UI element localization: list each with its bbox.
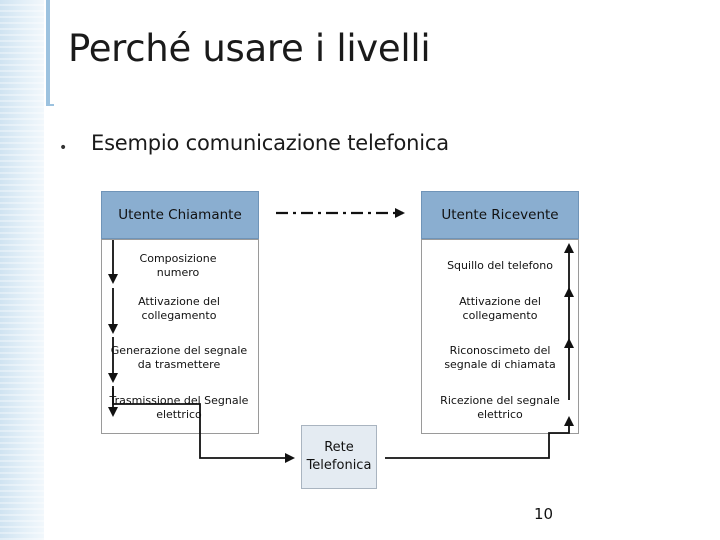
caller-step: Attivazione del collegamento xyxy=(138,295,220,322)
receiver-step: Ricezione del segnale elettrico xyxy=(440,394,560,421)
receiver-step: Attivazione del collegamento xyxy=(459,295,541,322)
title-accent-rule xyxy=(46,0,50,106)
bullet-marker: • xyxy=(59,140,68,156)
network-box: Rete Telefonica xyxy=(301,425,377,489)
caller-column xyxy=(101,239,259,434)
caller-step: Composizione numero xyxy=(139,252,217,279)
page-number: 10 xyxy=(534,505,554,523)
side-decoration-band xyxy=(0,0,46,540)
receiver-header: Utente Ricevente xyxy=(421,191,579,239)
receiver-step: Squillo del telefono xyxy=(447,259,553,272)
caller-step: Generazione del segnale da trasmettere xyxy=(110,344,248,371)
network-to-receiver-arrow xyxy=(385,416,574,459)
caller-header: Utente Chiamante xyxy=(101,191,259,239)
receiver-step: Riconoscimeto del segnale di chiamata xyxy=(444,344,556,371)
title-accent-rule-foot xyxy=(46,104,54,106)
caller-to-network-arrow xyxy=(112,388,295,463)
slide-title: Perché usare i livelli xyxy=(68,27,431,70)
bullet-text: Esempio comunicazione telefonica xyxy=(91,131,449,155)
receiver-column xyxy=(421,239,579,434)
